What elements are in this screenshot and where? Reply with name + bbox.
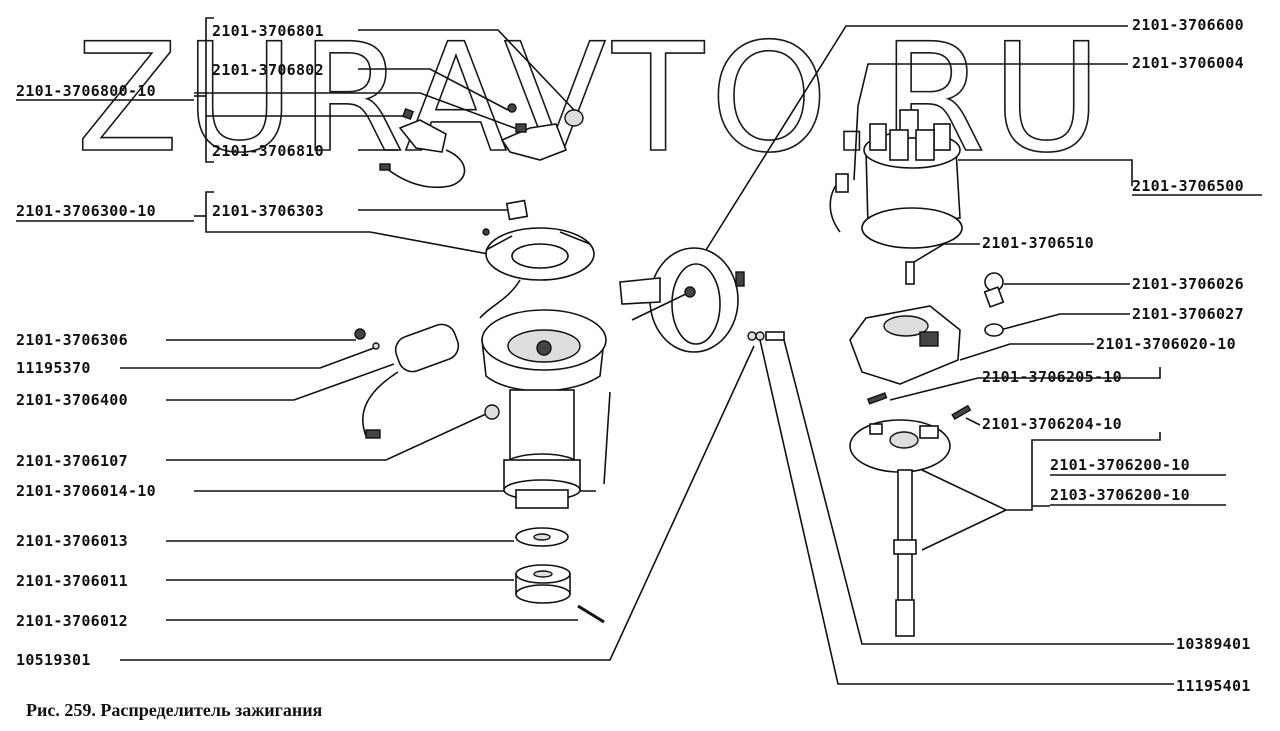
label-10389401: 10389401 <box>1176 635 1251 653</box>
label-2101-3706204-10: 2101-3706204-10 <box>982 415 1122 433</box>
label-2101-3706500: 2101-3706500 <box>1132 177 1244 195</box>
label-2101-3706020-10: 2101-3706020-10 <box>1096 335 1236 353</box>
washer-right <box>984 323 1004 337</box>
label-2101-3706810: 2101-3706810 <box>212 142 324 160</box>
clip <box>484 404 500 420</box>
label-2101-3706400: 2101-3706400 <box>16 391 128 409</box>
label-11195370: 11195370 <box>16 359 91 377</box>
label-2101-3706004: 2101-3706004 <box>1132 54 1244 72</box>
spring-2 <box>951 404 972 421</box>
distributor-cap <box>829 109 963 249</box>
distributor-shaft <box>849 419 951 637</box>
label-2101-3706200-10: 2101-3706200-10 <box>1050 456 1190 474</box>
vacuum-regulator <box>619 247 745 353</box>
label-2101-3706014-10: 2101-3706014-10 <box>16 482 156 500</box>
label-2101-3706012: 2101-3706012 <box>16 612 128 630</box>
screw-right <box>983 272 1005 308</box>
label-10519301: 10519301 <box>16 651 91 669</box>
label-2101-3706306: 2101-3706306 <box>16 331 128 349</box>
centrifugal-regulator <box>849 305 961 385</box>
contact-group-assembly <box>379 103 584 189</box>
label-2101-3706600: 2101-3706600 <box>1132 16 1244 34</box>
figure-caption: Рис. 259. Распределитель зажигания <box>26 700 323 720</box>
label-2101-3706205-10: 2101-3706205-10 <box>982 368 1122 386</box>
nut-washer-screw <box>747 331 785 341</box>
breaker-plate <box>479 199 595 319</box>
label-2101-3706801: 2101-3706801 <box>212 22 324 40</box>
label-2101-3706800-10: 2101-3706800-10 <box>16 82 156 100</box>
label-2101-3706107: 2101-3706107 <box>16 452 128 470</box>
label-2101-3706303: 2101-3706303 <box>212 202 324 220</box>
label-2101-3706300-10: 2101-3706300-10 <box>16 202 156 220</box>
capacitor <box>354 323 460 439</box>
label-2101-3706802: 2101-3706802 <box>212 61 324 79</box>
pin <box>577 604 605 624</box>
label-2101-3706027: 2101-3706027 <box>1132 305 1244 323</box>
label-2101-3706013: 2101-3706013 <box>16 532 128 550</box>
label-2101-3706510: 2101-3706510 <box>982 234 1094 252</box>
label-2101-3706011: 2101-3706011 <box>16 572 128 590</box>
cap-spring-contact <box>905 261 915 285</box>
washer-hole <box>533 533 551 541</box>
label-2103-3706200-10: 2103-3706200-10 <box>1050 486 1190 504</box>
spring-1 <box>866 392 888 405</box>
coupling <box>515 564 571 604</box>
distributor-housing <box>481 309 611 509</box>
label-2101-3706026: 2101-3706026 <box>1132 275 1244 293</box>
label-11195401: 11195401 <box>1176 677 1251 695</box>
